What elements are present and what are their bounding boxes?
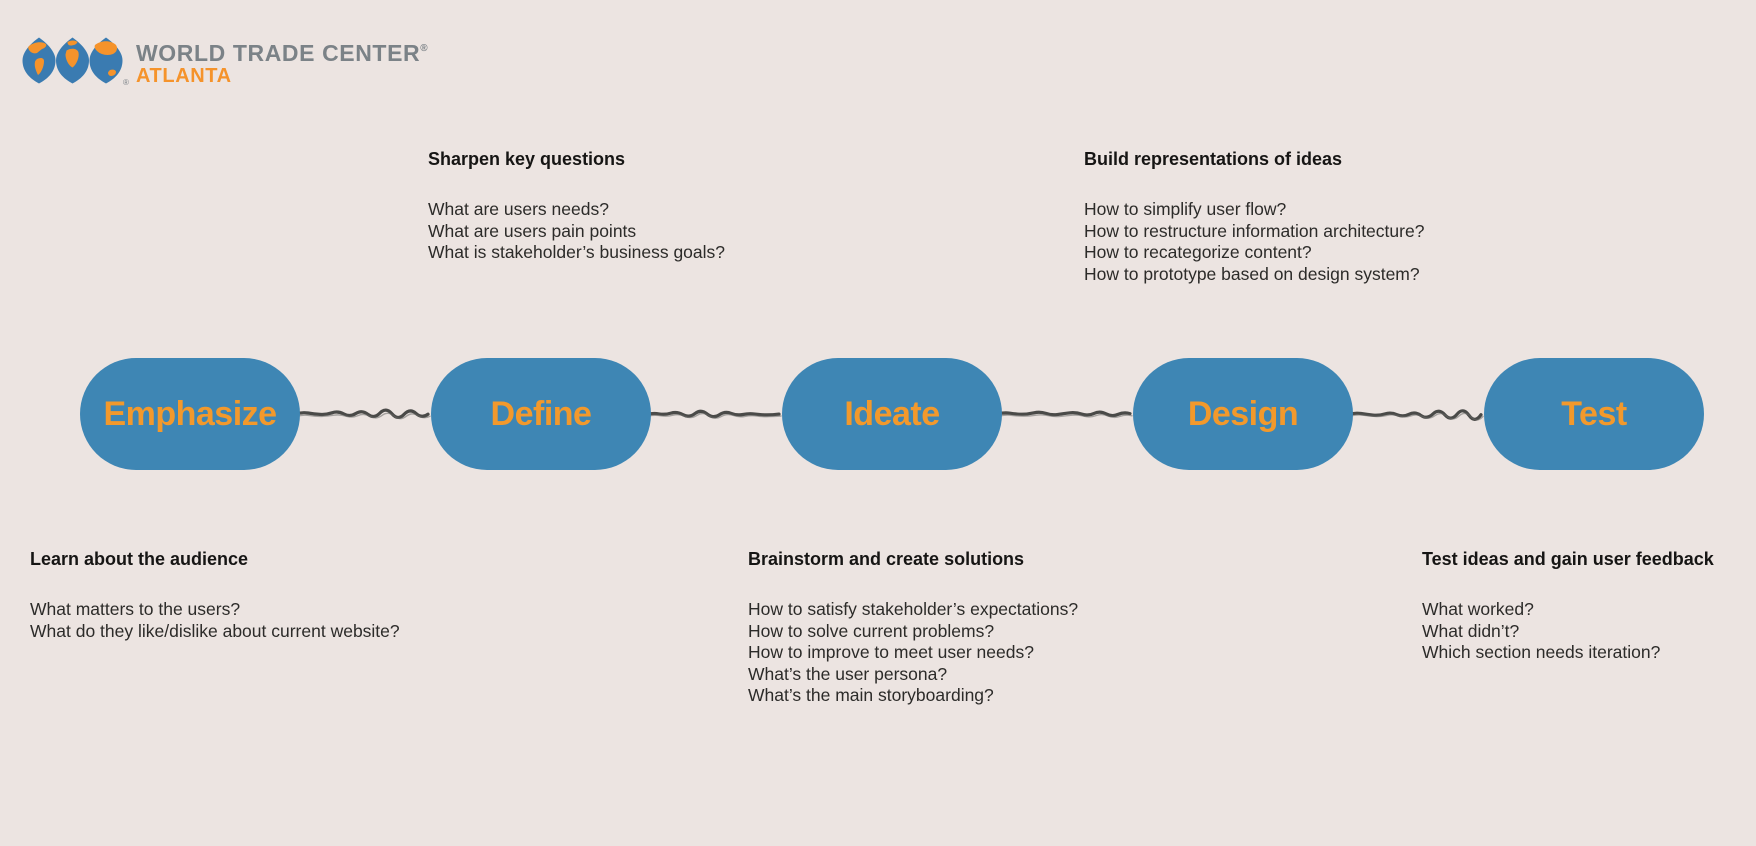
note-line: How to satisfy stakeholder’s expectation…: [748, 599, 1079, 619]
note-line: What worked?: [1422, 599, 1534, 619]
note-line: What didn’t?: [1422, 620, 1520, 641]
connector-line-texture: [1350, 412, 1484, 421]
connector-line-texture: [999, 413, 1133, 419]
connector-line: [1347, 409, 1483, 421]
note-title: Learn about the audience: [30, 549, 249, 569]
connector-line: [996, 410, 1132, 418]
stage-pill-test: Test: [1484, 358, 1704, 470]
stage-label: Design: [1187, 394, 1299, 433]
connector-line: [645, 409, 781, 419]
note-line: How to solve current problems?: [748, 620, 995, 641]
note-test-ideas-feedback: Test ideas and gain user feedback What w…: [1422, 548, 1714, 664]
note-title: Sharpen key questions: [428, 149, 626, 169]
note-line: What’s the main storyboarding?: [748, 685, 994, 706]
stage-connectors: [294, 408, 1484, 421]
note-line: Which section needs iteration?: [1422, 642, 1661, 663]
logo-title-text: WORLD TRADE CENTER: [136, 40, 421, 66]
note-line: How to recategorize content?: [1084, 242, 1312, 263]
note-learn-about-audience: Learn about the audience What matters to…: [30, 548, 400, 642]
registered-mark: ®: [420, 43, 429, 54]
note-line: What is stakeholder’s business goals?: [428, 242, 726, 263]
note-line: What are users needs?: [428, 199, 609, 219]
note-line: How to simplify user flow?: [1084, 199, 1287, 219]
note-line: How to improve to meet user needs?: [748, 642, 1034, 663]
note-title: Brainstorm and create solutions: [748, 549, 1025, 569]
note-brainstorm-solutions: Brainstorm and create solutions How to s…: [748, 548, 1078, 707]
stage-label: Emphasize: [103, 394, 277, 433]
connector-line-texture: [297, 412, 431, 420]
note-build-representations: Build representations of ideas How to si…: [1084, 148, 1424, 285]
note-line: What’s the user persona?: [748, 663, 948, 684]
registered-mark: ®: [123, 78, 129, 87]
note-title: Build representations of ideas: [1084, 149, 1343, 169]
wtc-atlanta-logo: ® WORLD TRADE CENTER® ATLANTA: [22, 34, 442, 94]
note-line: What do they like/dislike about current …: [30, 620, 400, 641]
stage-pill-design: Design: [1133, 358, 1353, 470]
note-sharpen-key-questions: Sharpen key questions What are users nee…: [428, 148, 725, 264]
connector-line: [294, 408, 430, 420]
stage-pill-emphasize: Emphasize: [80, 358, 300, 470]
logo-text: WORLD TRADE CENTER® ATLANTA: [136, 36, 428, 87]
stage-pill-ideate: Ideate: [782, 358, 1002, 470]
globes-icon: [22, 37, 123, 84]
note-line: What are users pain points: [428, 220, 637, 241]
note-line: How to restructure information architect…: [1084, 220, 1425, 241]
stage-label: Ideate: [844, 394, 940, 433]
note-line: How to prototype based on design system?: [1084, 263, 1420, 284]
connector-line-texture: [648, 412, 782, 419]
stage-label: Define: [490, 394, 592, 433]
stage-pill-define: Define: [431, 358, 651, 470]
logo-title: WORLD TRADE CENTER®: [136, 36, 428, 66]
note-line: What matters to the users?: [30, 599, 241, 619]
note-title: Test ideas and gain user feedback: [1422, 549, 1714, 569]
logo-subtitle: ATLANTA: [136, 65, 232, 87]
stage-label: Test: [1561, 394, 1627, 433]
